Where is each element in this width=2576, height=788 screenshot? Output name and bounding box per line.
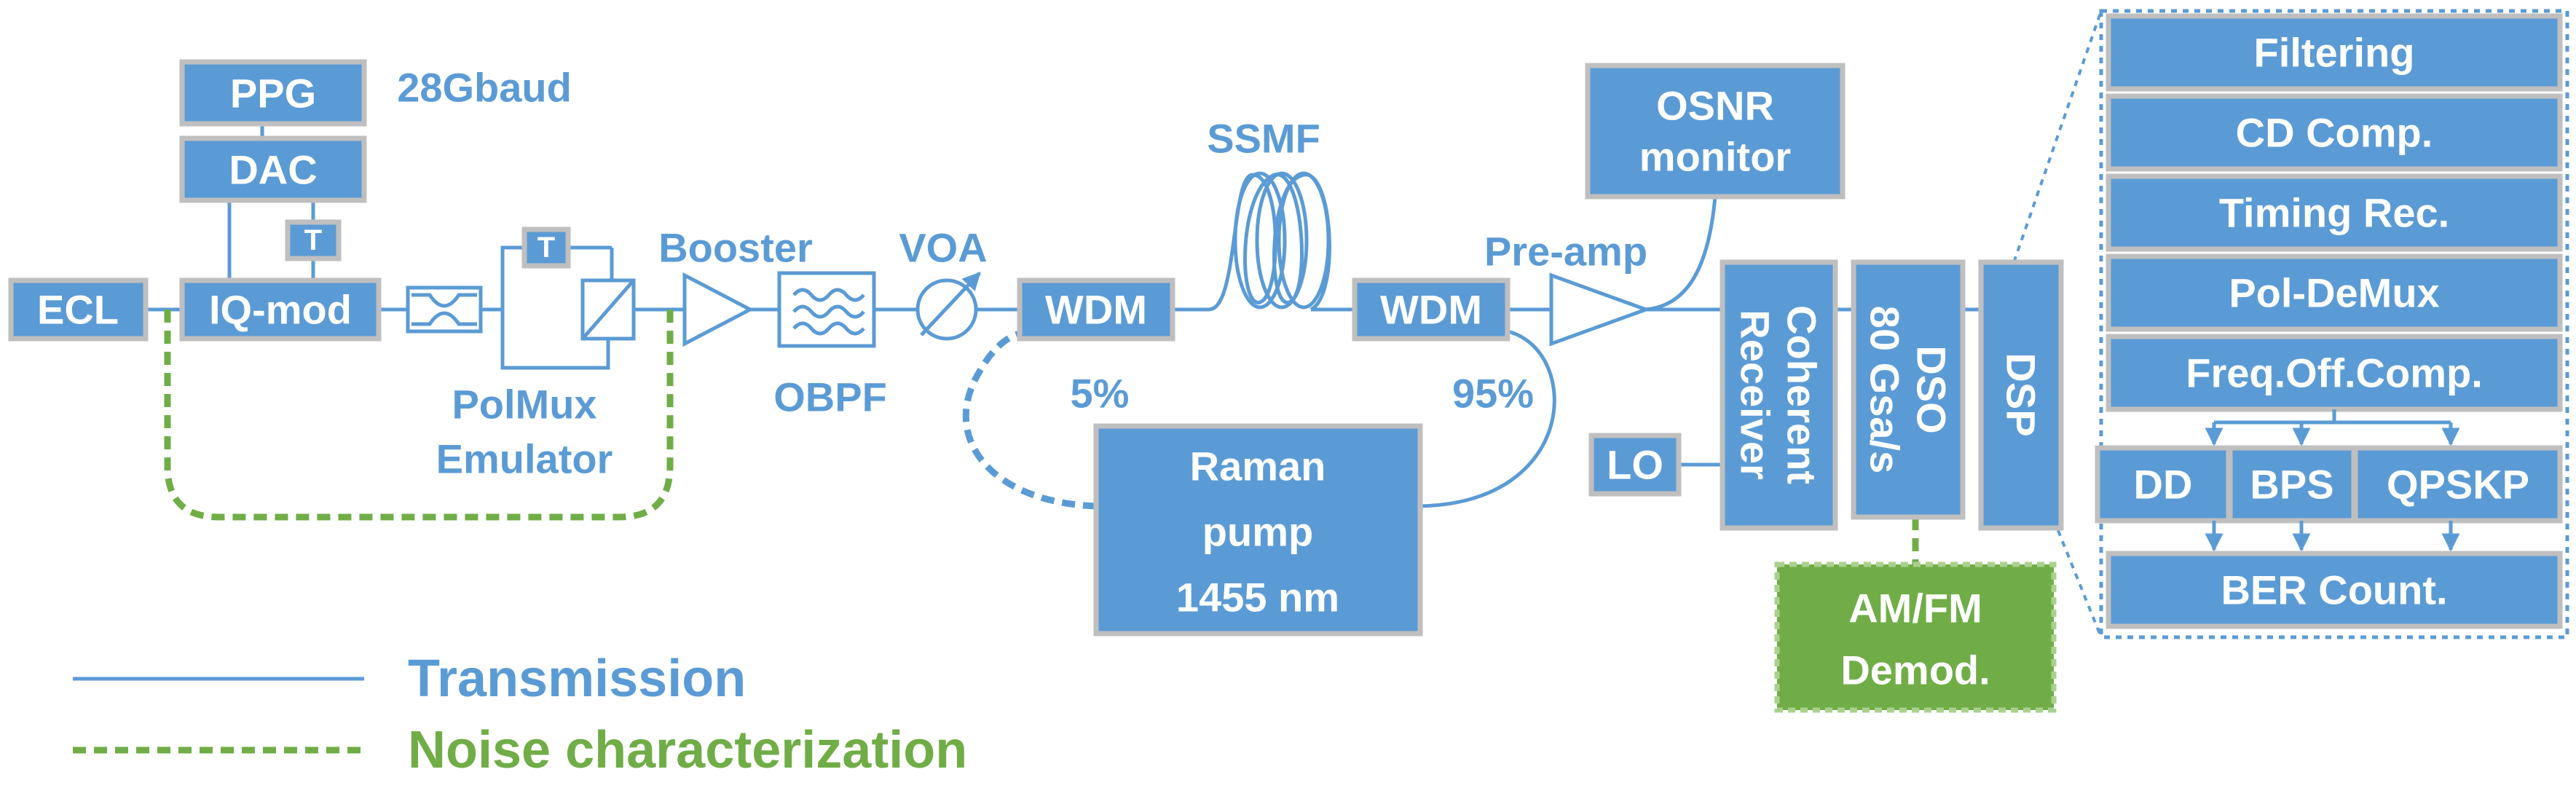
dac-label: DAC (229, 147, 317, 193)
dsp-step-pol-demux-label: Pol-DeMux (2229, 270, 2439, 316)
dsp-step-pol-demux (2106, 253, 2563, 332)
raman-pump-label-3: 1455 nm (1176, 575, 1339, 620)
wdm-left-label: WDM (1045, 287, 1147, 333)
wdm-left-box (1017, 277, 1175, 342)
dac-box (179, 135, 367, 203)
raman-backward-link (962, 330, 1097, 510)
lo-box (1588, 433, 1682, 497)
ppg-label: PPG (230, 71, 316, 117)
pbs-icon (580, 278, 636, 341)
dsp-step-cd-comp (2106, 93, 2563, 172)
amfm-demod-box (1774, 562, 2057, 713)
ecl-label: ECL (37, 287, 119, 333)
legend-noise-label: Noise characterization (408, 721, 967, 779)
dsp-step-filtering-label: Filtering (2254, 30, 2415, 76)
dsp-step-qpskp-label: QPSKP (2387, 462, 2529, 508)
iq-mod-box (179, 277, 382, 342)
t-polmux-box (521, 226, 571, 269)
dsp-step-qpskp (2352, 445, 2563, 524)
dsp-step-filtering (2106, 13, 2563, 92)
dso-box (1851, 259, 1966, 520)
booster-label: Booster (658, 225, 813, 271)
dsp-step-bps-label: BPS (2250, 462, 2333, 508)
dso-label-1: DSO (1909, 345, 1955, 433)
wdm-right-box (1352, 277, 1510, 342)
obpf-filter-icon (777, 271, 876, 348)
dsp-step-timing-rec (2106, 173, 2563, 252)
dsp-step-dd-label: DD (2134, 462, 2193, 508)
coherent-receiver-label-2: Receiver (1733, 310, 1779, 480)
coherent-receiver-box (1720, 259, 1838, 531)
coherent-receiver-label-1: Coherent (1779, 305, 1825, 484)
raman-pump-box (1093, 423, 1423, 637)
legend: Transmission Noise characterization (73, 650, 967, 779)
raman-pump-label-2: pump (1202, 509, 1313, 555)
legend-transmission-label: Transmission (408, 650, 746, 708)
ssmf-label: SSMF (1207, 116, 1320, 162)
dsp-step-freq-off-comp-label: Freq.Off.Comp. (2186, 350, 2483, 396)
dsp-step-ber-count (2106, 551, 2563, 629)
pct-95-label: 95% (1452, 371, 1534, 417)
noise-loop (164, 310, 674, 521)
ssmf-fiber-spool-icon (1208, 171, 1331, 312)
dsp-step-ber-count-label: BER Count. (2221, 567, 2447, 613)
t-dac-box (285, 219, 342, 261)
polmux-label-1: PolMux (452, 382, 596, 428)
t-polmux-label: T (537, 232, 555, 264)
lo-label: LO (1607, 442, 1663, 488)
osnr-monitor-label-2: monitor (1639, 134, 1791, 180)
voa-label: VOA (899, 225, 987, 271)
dsp-chain: Filtering CD Comp. Timing Rec. Pol-DeMux… (2095, 9, 2569, 639)
dsp-step-bps (2227, 445, 2357, 524)
booster-amplifier-icon (682, 272, 755, 347)
osnr-monitor-box (1585, 63, 1846, 200)
t-dac-label: T (304, 224, 322, 256)
zoom-line-top (2009, 10, 2103, 274)
transmission-links (146, 124, 1981, 564)
pct-5-label: 5% (1071, 371, 1130, 417)
voa-icon (915, 272, 981, 341)
wdm-right-label: WDM (1380, 287, 1482, 333)
osnr-monitor-label-1: OSNR (1656, 83, 1774, 129)
coupler-icon (406, 285, 483, 334)
ecl-box (8, 277, 149, 342)
pre-amp-label: Pre-amp (1484, 229, 1647, 275)
baud-rate-label: 28Gbaud (397, 65, 572, 111)
pre-amp-amplifier-icon (1549, 272, 1652, 347)
amfm-demod-label-1: AM/FM (1848, 586, 1982, 631)
dsp-step-cd-comp-label: CD Comp. (2236, 110, 2433, 156)
amfm-demod-label-2: Demod. (1840, 647, 1990, 693)
dsp-step-timing-rec-label: Timing Rec. (2219, 190, 2449, 236)
dsp-box (1978, 259, 2064, 531)
ppg-box (179, 59, 367, 127)
raman-pump-label-1: Raman (1190, 444, 1326, 489)
dsp-label: DSP (1998, 352, 2044, 436)
obpf-label: OBPF (773, 374, 887, 420)
polmux-label-2: Emulator (436, 436, 613, 482)
iq-mod-label: IQ-mod (209, 287, 352, 333)
dso-label-2: 80 Gsa/s (1862, 306, 1908, 473)
